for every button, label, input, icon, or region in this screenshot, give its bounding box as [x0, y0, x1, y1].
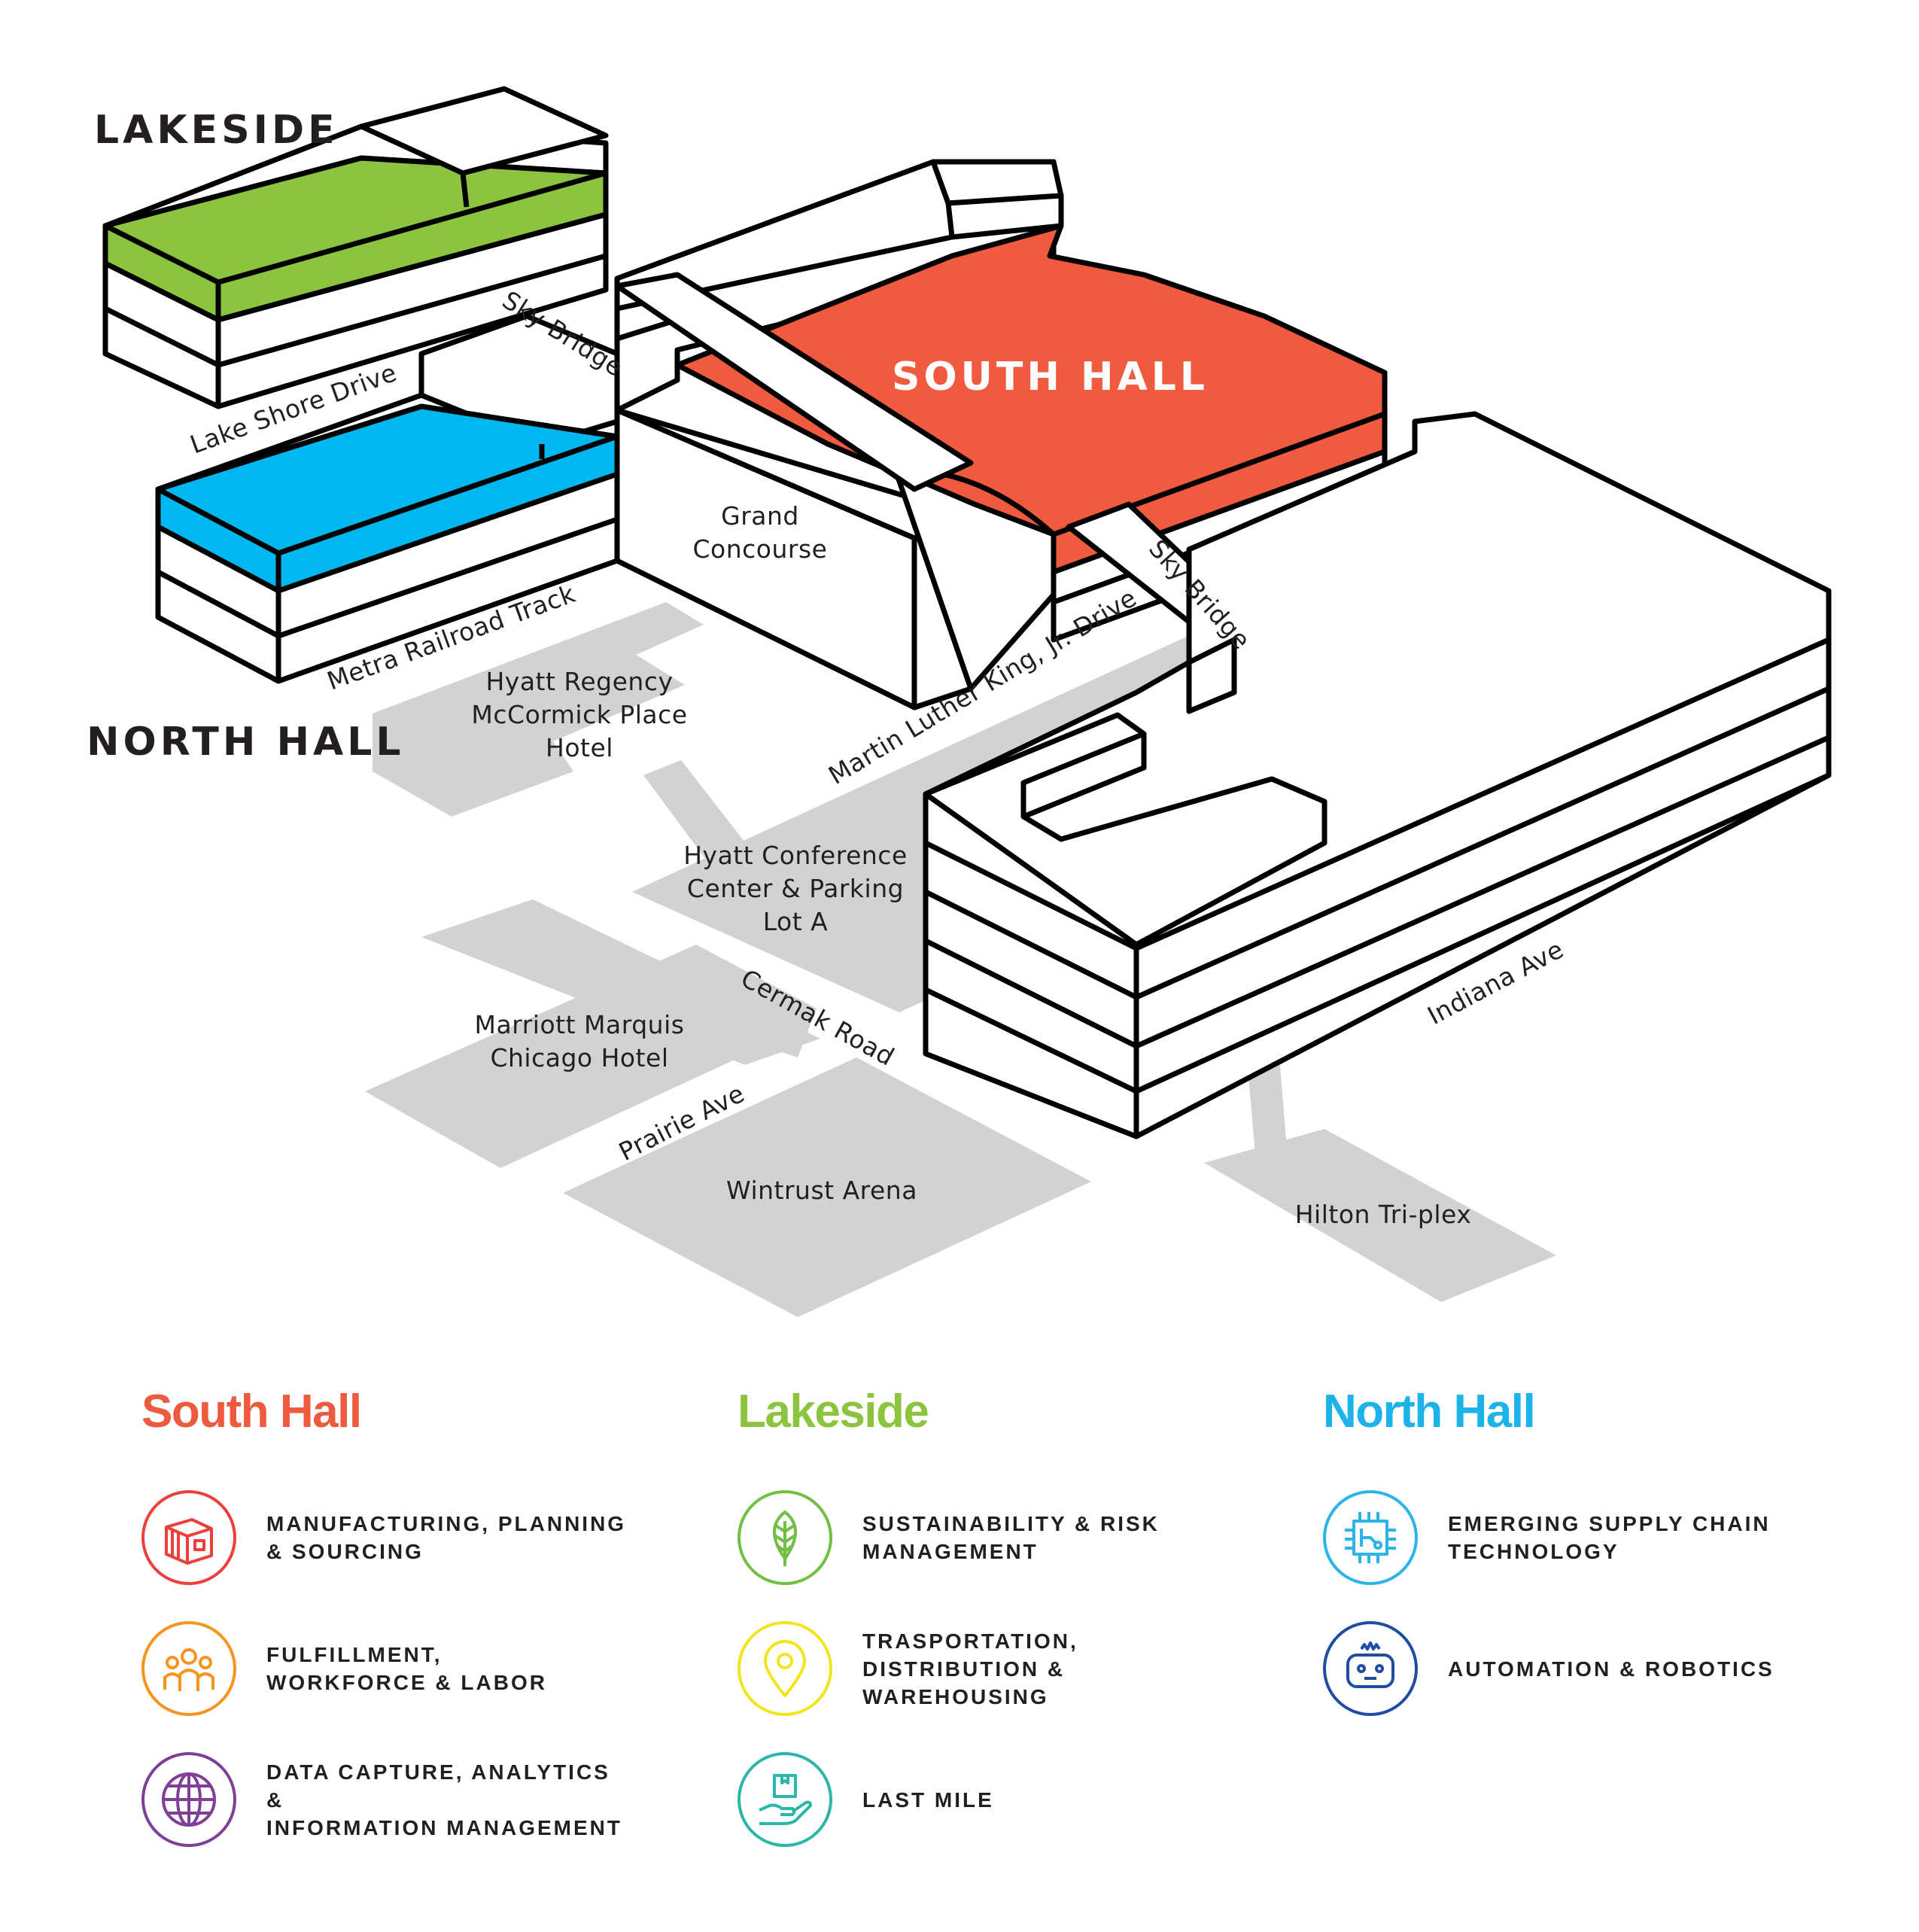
- legend-item-fulfillment: FULFILLMENT, WORKFORCE & LABOR: [141, 1621, 628, 1716]
- hilton-triplex-label: Hilton Tri-plex: [1295, 1200, 1472, 1229]
- legend-item-automation: AUTOMATION & ROBOTICS: [1323, 1621, 1809, 1716]
- legend-item-manufacturing: MANUFACTURING, PLANNING & SOURCING: [141, 1490, 628, 1585]
- hyatt-conference-label-line2: Center & Parking: [687, 874, 904, 903]
- marriott-label-line1: Marriott Marquis: [475, 1010, 685, 1039]
- legend-item-label: TRASPORTATION, DISTRIBUTION & WAREHOUSIN…: [862, 1629, 1078, 1708]
- circuit-chip-icon: [1323, 1490, 1418, 1585]
- hand-package-icon: [737, 1752, 832, 1847]
- legend-item-data-capture: DATA CAPTURE, ANALYTICS & INFORMATION MA…: [141, 1752, 628, 1847]
- robot-icon: [1323, 1621, 1418, 1716]
- leaf-icon: [737, 1490, 832, 1585]
- grand-concourse-label-line1: Grand: [721, 501, 799, 531]
- legend-item-label: LAST MILE: [862, 1787, 994, 1812]
- hilton-connector: [1248, 1057, 1287, 1155]
- campus-map: LAKESIDE NORTH HALL SOUTH HALL Sky Bridg…: [87, 86, 1832, 1317]
- north-hall-label: NORTH HALL: [87, 720, 405, 765]
- lakeside-label: LAKESIDE: [94, 108, 339, 153]
- people-icon: [141, 1621, 236, 1716]
- legend-item-label: AUTOMATION & ROBOTICS: [1448, 1657, 1775, 1681]
- legend-item-label: DATA CAPTURE, ANALYTICS & INFORMATION MA…: [266, 1760, 622, 1839]
- legend-item-label: FULFILLMENT, WORKFORCE & LABOR: [266, 1643, 547, 1694]
- legend-item-emerging-tech: EMERGING SUPPLY CHAIN TECHNOLOGY: [1323, 1490, 1809, 1585]
- legend-item-sustainability: SUSTAINABILITY & RISK MANAGEMENT: [737, 1490, 1224, 1585]
- lakeside-building: [102, 86, 609, 409]
- south-building-east: [923, 411, 1832, 1139]
- legend-title-lakeside: Lakeside: [737, 1386, 929, 1438]
- box-icon: [141, 1490, 236, 1585]
- map-pin-icon: [737, 1621, 832, 1716]
- south-hall-label: SOUTH HALL: [892, 354, 1209, 400]
- north-hall-building: [155, 313, 620, 684]
- legend-title-south-hall: South Hall: [141, 1386, 362, 1438]
- hyatt-regency-lot: [373, 602, 704, 817]
- wintrust-arena-lot: [563, 1057, 1091, 1317]
- legend-title-north-hall: North Hall: [1323, 1386, 1536, 1438]
- legend-item-last-mile: LAST MILE: [737, 1752, 1224, 1847]
- hyatt-regency-label-line3: Hotel: [546, 733, 613, 762]
- hyatt-conference-label-line1: Hyatt Conference: [683, 841, 908, 870]
- legend-item-label: SUSTAINABILITY & RISK MANAGEMENT: [862, 1512, 1160, 1563]
- wintrust-lot: [421, 899, 820, 1065]
- globe-icon: [141, 1752, 236, 1847]
- legend-item-label: EMERGING SUPPLY CHAIN TECHNOLOGY: [1448, 1512, 1771, 1563]
- wintrust-arena-label: Wintrust Arena: [726, 1176, 917, 1205]
- grand-concourse-label-line2: Concourse: [693, 534, 828, 564]
- hilton-lot: [1204, 1129, 1556, 1302]
- hyatt-regency-label-line2: McCormick Place: [471, 700, 687, 729]
- marriott-label-line2: Chicago Hotel: [490, 1043, 668, 1072]
- hyatt-regency-label-line1: Hyatt Regency: [485, 667, 673, 696]
- legend-item-label: MANUFACTURING, PLANNING & SOURCING: [266, 1512, 627, 1563]
- hyatt-conference-label-line3: Lot A: [763, 907, 829, 936]
- legend-item-transportation: TRASPORTATION, DISTRIBUTION & WAREHOUSIN…: [737, 1621, 1224, 1716]
